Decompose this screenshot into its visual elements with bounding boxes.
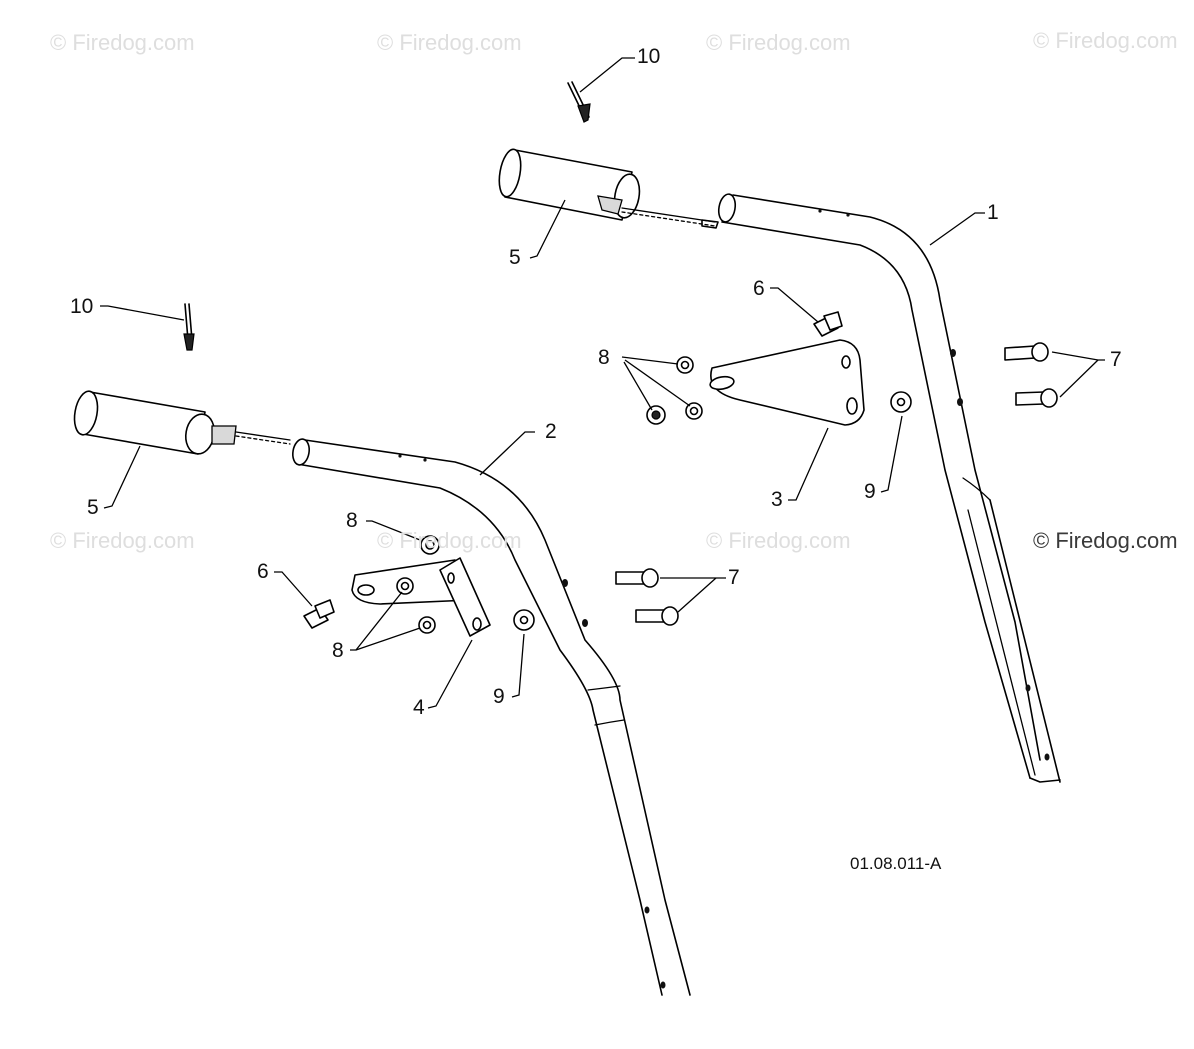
- washer-9-left: [513, 609, 535, 631]
- callout-2: 2: [545, 420, 557, 443]
- bolt-6-left: [303, 599, 335, 629]
- watermark-text: © Firedog.com: [377, 30, 522, 55]
- callout-7-right: 7: [1110, 348, 1122, 371]
- grip-5-right: [498, 148, 719, 229]
- callout-10-top: 10: [637, 45, 661, 68]
- callout-10-left: 10: [70, 295, 94, 318]
- callout-6-right: 6: [753, 277, 765, 300]
- grip-5-left: [73, 390, 291, 455]
- callout-1: 1: [987, 201, 999, 224]
- bolts-7-left: [615, 568, 679, 626]
- watermark-text: © Firedog.com: [50, 30, 195, 55]
- watermark-text: © Firedog.com: [377, 528, 522, 553]
- handle-tube-2: [292, 438, 691, 996]
- leader-lines: [100, 57, 1105, 709]
- figure-code: 01.08.011-A: [850, 854, 942, 873]
- callout-6-left: 6: [257, 560, 269, 583]
- callout-5-left: 5: [87, 496, 99, 519]
- watermark-text: © Firedog.com: [1033, 28, 1178, 53]
- callout-3: 3: [771, 488, 783, 511]
- watermark-text: © Firedog.com: [706, 30, 851, 55]
- watermark-text: © Firedog.com: [1033, 528, 1178, 553]
- callout-9-right: 9: [864, 480, 876, 503]
- callout-8-right: 8: [598, 346, 610, 369]
- rivet-10-left: [183, 303, 195, 351]
- callout-4: 4: [413, 696, 425, 719]
- rivet-10-top: [567, 81, 591, 123]
- bolts-7-right: [1004, 342, 1058, 408]
- callout-8-left-bottom: 8: [332, 639, 344, 662]
- watermark-text: © Firedog.com: [706, 528, 851, 553]
- bracket-3: [709, 339, 865, 426]
- callout-5-top: 5: [509, 246, 521, 269]
- callout-8-left-top: 8: [346, 509, 358, 532]
- callout-9-left: 9: [493, 685, 505, 708]
- callout-7-left: 7: [728, 566, 740, 589]
- bolt-6-right: [813, 311, 843, 337]
- watermark-text: © Firedog.com: [50, 528, 195, 553]
- washer-9-right: [890, 391, 912, 413]
- nuts-8-right: [646, 356, 703, 425]
- nuts-8-left: [396, 535, 440, 634]
- handle-tube-1: [717, 193, 1061, 783]
